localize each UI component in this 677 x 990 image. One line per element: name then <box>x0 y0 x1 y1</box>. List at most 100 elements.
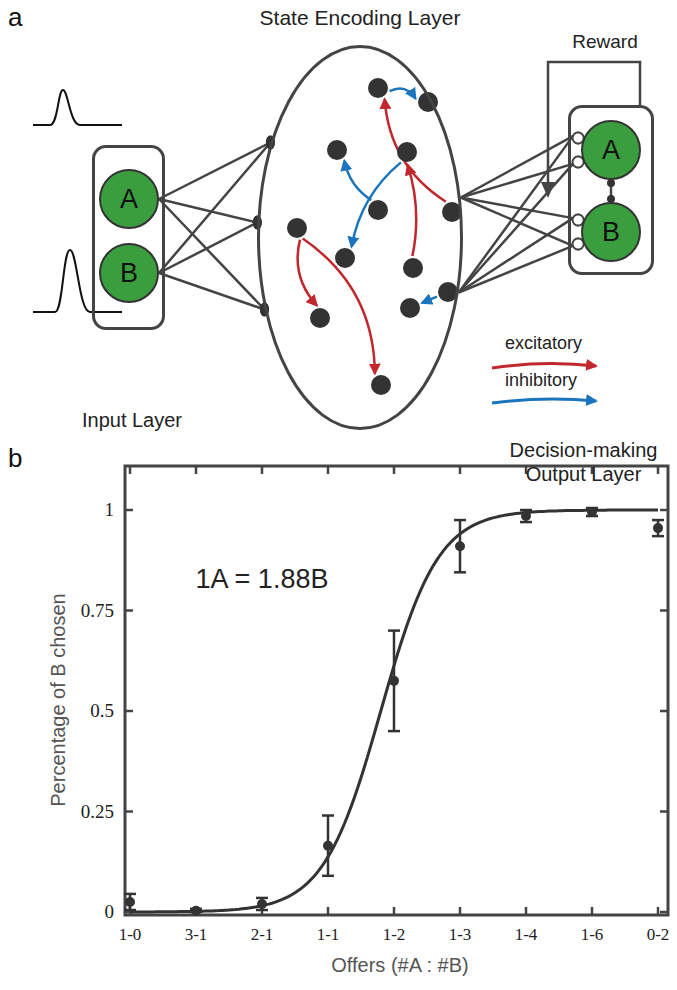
connector-line <box>459 136 573 292</box>
error-cap <box>652 519 664 522</box>
hidden-neuron <box>368 200 388 220</box>
data-point <box>389 676 399 686</box>
error-cap <box>322 814 334 817</box>
output-neuron: B <box>581 202 641 262</box>
input-pulse <box>33 90 122 125</box>
legend-inhibitory-arrow <box>492 399 596 403</box>
tick-label: 3-1 <box>185 926 208 945</box>
connector <box>607 179 615 203</box>
tick-label: 1-3 <box>449 926 472 945</box>
input-layer-box: Input LayerAB <box>92 145 165 330</box>
error-cap <box>388 629 400 632</box>
reward-bracket <box>548 62 640 184</box>
tick-label: 1-6 <box>581 926 604 945</box>
inhibitory-connection <box>344 161 371 200</box>
layer-heading: Input Layer <box>67 408 197 432</box>
axis-tick <box>591 907 594 915</box>
psychometric-plot <box>124 466 668 916</box>
error-cap <box>652 535 664 538</box>
axis-tick <box>125 810 133 813</box>
axis-tick <box>660 810 668 813</box>
tick-label: 0-2 <box>647 926 670 945</box>
legend-text: excitatory <box>505 334 582 354</box>
reward-arrowhead <box>541 182 555 198</box>
figure-label: a <box>8 3 22 32</box>
figure-label: b <box>8 444 22 473</box>
error-cap <box>256 897 268 900</box>
figure-label: Percentage of B chosen <box>47 593 69 806</box>
connector-line <box>459 218 573 292</box>
axis-tick <box>125 710 133 713</box>
tick-label: 2-1 <box>251 926 274 945</box>
ellipse-outline <box>257 45 463 430</box>
axis-tick <box>660 710 668 713</box>
tick-label: 1-4 <box>515 926 538 945</box>
neuron-letter: A <box>120 186 138 213</box>
error-cap <box>520 521 532 524</box>
axis-tick <box>660 911 668 914</box>
tick-label: 0.75 <box>81 601 114 622</box>
hidden-neuron <box>368 78 388 98</box>
connector-line <box>459 246 573 293</box>
axis-tick <box>195 466 198 474</box>
error-cap <box>256 909 268 912</box>
connector-line <box>461 136 573 197</box>
excitatory-connection <box>298 240 317 306</box>
axis-tick <box>459 466 462 474</box>
error-cap <box>520 509 532 512</box>
figure-label: Reward <box>572 32 637 53</box>
connector-line <box>461 164 573 198</box>
excitatory-connection <box>408 165 417 256</box>
connector-line <box>461 198 573 219</box>
connector-line <box>159 143 270 274</box>
output-neuron: A <box>581 120 641 180</box>
figure-label: 1A = 1.88B <box>196 565 329 595</box>
neuron-letter: B <box>120 260 138 287</box>
hidden-neuron <box>403 258 423 278</box>
recurrent-network <box>287 78 462 395</box>
hidden-neuron <box>327 140 347 160</box>
data-point <box>455 541 465 551</box>
connector-line <box>461 198 573 246</box>
axis-tick <box>393 466 396 474</box>
figure-label: Offers (#A : #B) <box>331 954 468 976</box>
inhibitory-connection <box>352 162 401 246</box>
neuron-letter: B <box>602 219 620 246</box>
data-point <box>125 897 135 907</box>
data-point <box>587 507 597 517</box>
axis-tick <box>125 609 133 612</box>
hidden-neuron <box>310 308 330 328</box>
connector-line <box>159 273 264 310</box>
connector-line <box>159 223 257 274</box>
axis-tick <box>657 466 660 474</box>
data-point <box>191 906 201 916</box>
error-cap <box>454 571 466 574</box>
inhibitory-connection <box>390 89 416 99</box>
connector <box>459 198 584 293</box>
hidden-neuron <box>397 142 417 162</box>
plot-frame <box>125 466 668 915</box>
hidden-neuron <box>371 375 391 395</box>
error-cap <box>322 875 334 878</box>
excitatory-connection <box>303 239 375 374</box>
synapse-dot <box>607 179 615 187</box>
error-cap <box>388 730 400 733</box>
connector-line <box>159 199 257 223</box>
hidden-neuron <box>335 248 355 268</box>
axis-tick <box>129 466 132 474</box>
data-point <box>521 511 531 521</box>
tick-label: 1-0 <box>119 926 142 945</box>
tick-label: 1-1 <box>317 926 340 945</box>
connector-line <box>159 143 270 200</box>
axis-tick <box>459 907 462 915</box>
error-cap <box>124 893 136 896</box>
axis-tick <box>261 466 264 474</box>
tick-label: 1-2 <box>383 926 406 945</box>
inhibitory-connection <box>422 297 437 303</box>
ellipse-border <box>259 47 462 429</box>
sigmoid-fit <box>130 510 658 912</box>
input-neuron: B <box>99 243 159 303</box>
